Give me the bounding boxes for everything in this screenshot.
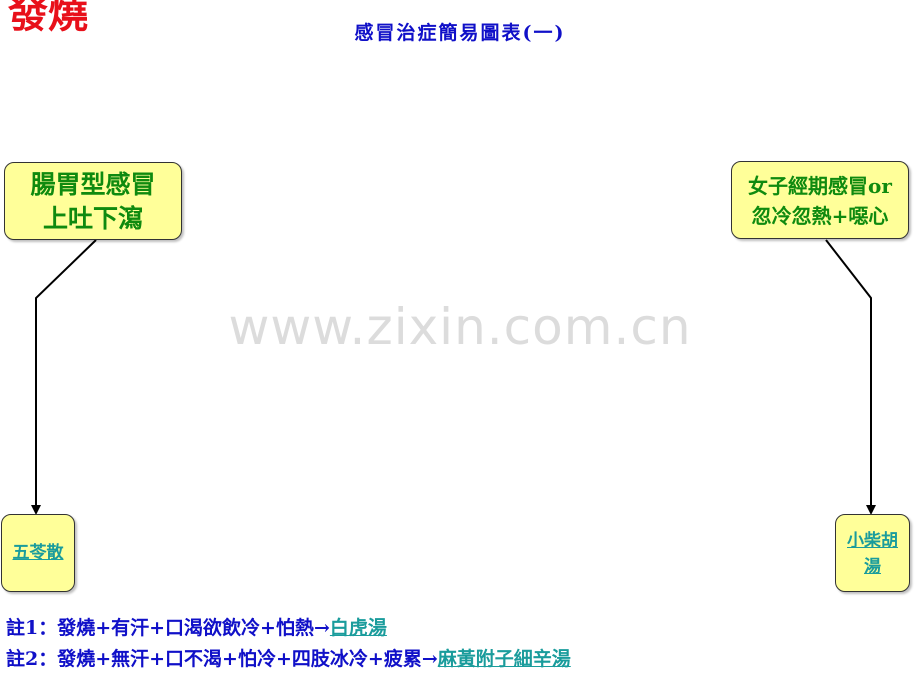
xiao-chaihu-tang-line1: 小柴胡 <box>847 531 898 551</box>
xiao-chaihu-tang-line2: 湯 <box>864 557 881 577</box>
watermark: www.zixin.com.cn <box>228 298 692 356</box>
node-menstrual-cold-line1: 女子經期感冒or <box>748 174 892 198</box>
note-2-text: 註2：發燒+無汗+口不渴+怕冷+四肢冰冷+疲累→ <box>6 648 438 670</box>
connector-left <box>31 239 97 515</box>
note-1: 註1：發燒+有汗+口渴欲飲冷+怕熱→白虎湯 <box>6 613 387 641</box>
node-gastro-cold-line1: 腸胃型感冒 <box>30 170 156 199</box>
node-wuling-san: 五苓散 <box>1 514 75 592</box>
wuling-san-link[interactable]: 五苓散 <box>12 543 64 563</box>
connector-right <box>825 239 876 515</box>
xiao-chaihu-tang-link[interactable]: 小柴胡 湯 <box>847 526 898 580</box>
page-title: 感冒治症簡易圖表(一) <box>354 22 566 44</box>
node-xiao-chaihu-tang: 小柴胡 湯 <box>835 514 910 592</box>
mahuang-fuzi-xixin-tang-link[interactable]: 麻黃附子細辛湯 <box>437 648 571 670</box>
baihu-tang-link[interactable]: 白虎湯 <box>329 617 387 639</box>
note-2: 註2：發燒+無汗+口不渴+怕冷+四肢冰冷+疲累→麻黃附子細辛湯 <box>6 644 571 672</box>
node-menstrual-cold-line2: 忽冷忽熱+噁心 <box>751 204 889 228</box>
corner-title: 發燒 <box>8 0 88 37</box>
note-1-text: 註1：發燒+有汗+口渴欲飲冷+怕熱→ <box>6 617 330 639</box>
node-menstrual-cold: 女子經期感冒or 忽冷忽熱+噁心 <box>731 161 909 239</box>
node-gastro-cold: 腸胃型感冒 上吐下瀉 <box>4 162 182 240</box>
node-gastro-cold-line2: 上吐下瀉 <box>42 204 143 233</box>
